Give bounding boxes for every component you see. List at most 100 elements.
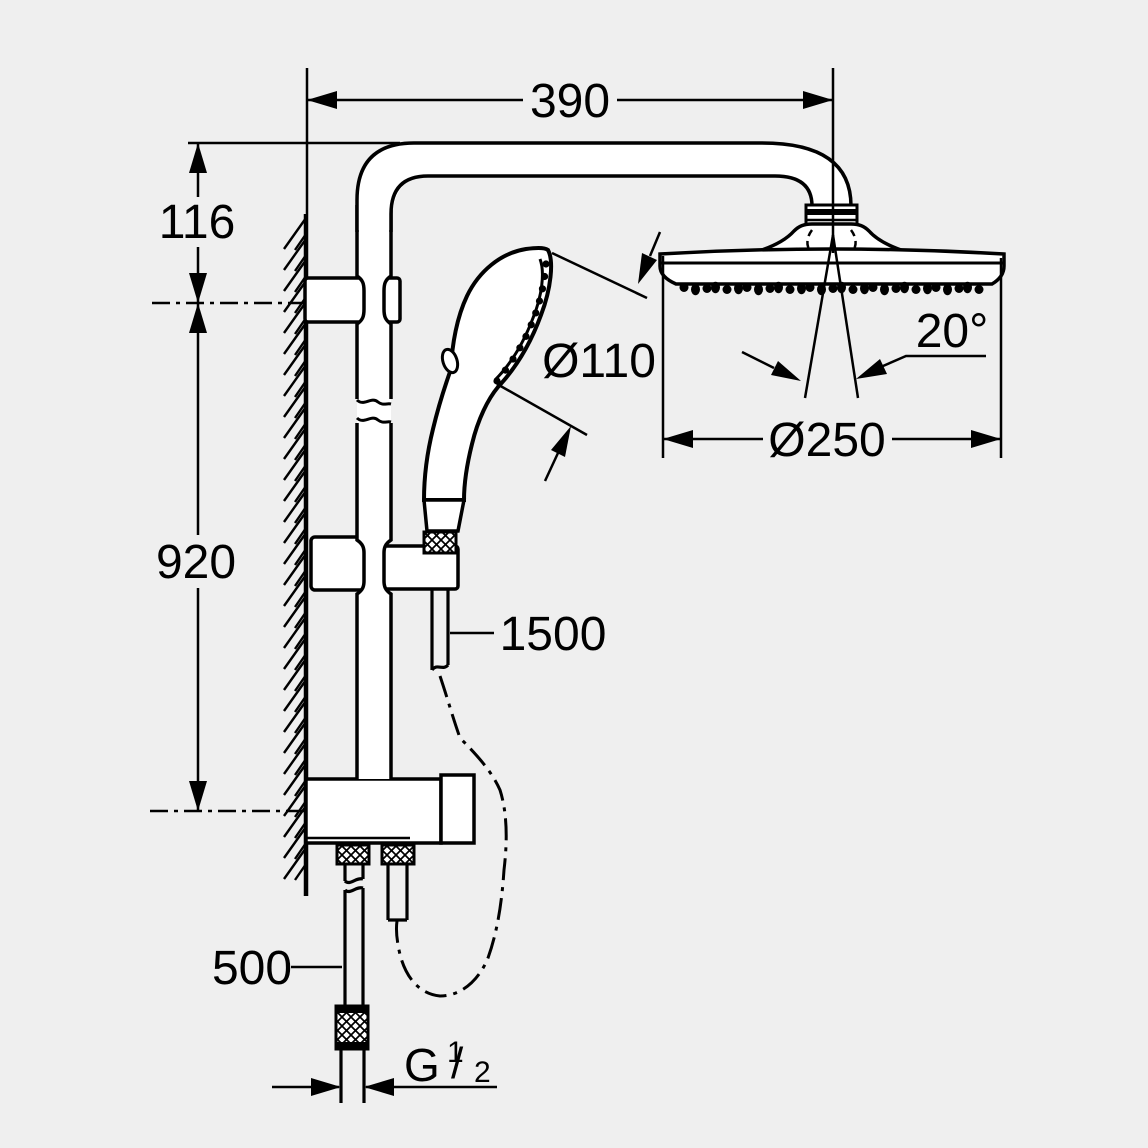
nozzle-dot <box>679 283 689 292</box>
nozzle-dot <box>509 355 517 363</box>
nut-band-bottom <box>336 1042 368 1049</box>
hatch-line <box>283 637 307 670</box>
nozzle-dot <box>542 260 550 268</box>
nozzle-dot <box>963 281 972 294</box>
nozzle-dot <box>734 282 743 295</box>
hose-nut-right <box>380 843 416 866</box>
hose-connection-pipe <box>386 864 409 922</box>
shower-rail-right-edge <box>382 205 393 779</box>
dim-hose-length-label: 1500 <box>500 608 607 661</box>
hatch-line <box>283 259 307 292</box>
nozzle-dot <box>868 283 878 292</box>
dim-head-diameter-label: Ø250 <box>768 414 885 467</box>
dimension-hose-length: 1500 <box>450 608 606 661</box>
nozzle-dot <box>722 285 732 294</box>
dim-rail-height-label: 920 <box>156 536 236 589</box>
hand-shower-cone <box>422 498 467 533</box>
hose-dashed-loop <box>394 675 508 998</box>
nozzle-dot <box>954 284 964 293</box>
head-shower-plate <box>658 247 1006 286</box>
nozzle-dot <box>828 284 838 293</box>
hand-shower-button <box>440 347 460 375</box>
nozzle-dot <box>535 297 544 305</box>
hose-solid <box>430 589 450 672</box>
hand-shower-body <box>421 246 554 502</box>
dim-hand-diameter-label: Ø110 <box>542 335 656 388</box>
hatch-line <box>283 490 307 523</box>
angle-line-left <box>803 234 835 399</box>
hatch-line <box>283 658 307 691</box>
nozzle-dot <box>848 285 858 294</box>
ball-joint-dashed <box>806 229 857 254</box>
nozzle-dot <box>522 332 530 340</box>
arrow-line-bottom <box>543 452 560 482</box>
nut-band-top <box>336 1006 368 1013</box>
thread-prefix: G <box>404 1039 440 1091</box>
arrow-line-top <box>648 231 662 257</box>
arrowhead-inward-left <box>364 1078 394 1096</box>
nozzle-dot <box>900 281 909 294</box>
hatch-line <box>283 364 307 397</box>
hatch-line <box>283 679 307 712</box>
valve-connections <box>334 843 416 1103</box>
dim-supply-length-label: 500 <box>212 942 292 995</box>
hatch-line <box>283 742 307 775</box>
nozzle-dot <box>943 283 952 296</box>
rail-break-mark <box>355 398 392 424</box>
arrowhead-up <box>189 143 207 173</box>
dim-swivel-angle-label: 20° <box>916 305 989 358</box>
shower-hose <box>394 589 508 998</box>
thread-pipe <box>339 1049 366 1103</box>
angle-line-right <box>831 234 860 399</box>
dimension-head-diameter: Ø250 <box>661 256 1003 467</box>
arrowhead-left <box>663 430 693 448</box>
thread-slash: / <box>451 1039 464 1088</box>
shower-rail-fill <box>357 205 391 779</box>
hatch-line <box>283 322 307 355</box>
hatch-line <box>283 553 307 586</box>
nozzle-dot <box>493 377 501 385</box>
dimension-hand-diameter: Ø110 <box>496 231 662 482</box>
arrowhead-down <box>189 781 207 811</box>
hatch-line <box>283 763 307 796</box>
shower-arm-fill <box>357 143 851 230</box>
nozzle-dot <box>931 283 941 292</box>
diverter-knob <box>439 773 476 845</box>
hatch-line <box>283 406 307 439</box>
nozzle-dot <box>702 284 712 293</box>
hatch-line <box>283 784 307 817</box>
hatch-line <box>283 826 307 859</box>
dimension-swivel-angle: 20° <box>741 234 989 399</box>
diverter-valve-body <box>304 777 443 845</box>
arrowhead-top <box>638 253 657 284</box>
nozzle-dot <box>711 281 720 294</box>
shower-arm-outer-edge <box>355 141 853 232</box>
nozzle-dot <box>880 283 889 296</box>
arrowhead-left <box>771 361 801 381</box>
nozzle-dot <box>691 283 700 296</box>
hatch-line <box>283 616 307 649</box>
arrowhead-right <box>856 359 887 379</box>
arrowhead-right <box>803 91 833 109</box>
nozzle-dot <box>774 281 783 294</box>
nozzle-dot <box>974 285 984 294</box>
hatch-line <box>283 217 307 250</box>
dimension-rail-height: 920 <box>150 303 330 813</box>
arrowhead-inward-right <box>311 1078 341 1096</box>
head-shower <box>658 247 1006 296</box>
dimension-overlays: 20° Ø250 Ø110 1500 500 <box>212 68 1003 1096</box>
hand-shower <box>421 246 554 555</box>
hand-shower-hose-nut <box>422 530 458 555</box>
nozzle-dot <box>923 282 932 295</box>
supply-pipe-upper <box>343 864 365 1007</box>
nozzle-dot <box>516 344 524 352</box>
hatch-line <box>283 805 307 838</box>
nozzle-dot <box>785 285 795 294</box>
hatch-line <box>283 532 307 565</box>
nozzle-dot <box>501 366 510 374</box>
nozzle-dot <box>538 285 547 293</box>
leader-right <box>882 354 986 368</box>
nozzle-dot <box>911 285 921 294</box>
head-shower-nozzles <box>679 281 984 296</box>
